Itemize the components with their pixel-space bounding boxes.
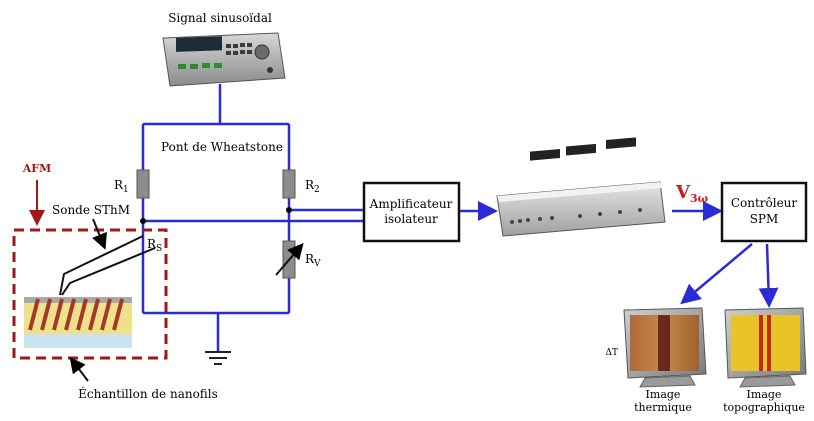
- resistor-r1: [136, 169, 150, 199]
- rv-label: RV: [305, 252, 321, 269]
- topo-image-label-line1: Image: [747, 388, 782, 401]
- thermal-image-label-line1: Image: [646, 388, 681, 401]
- resistor-r2: [282, 169, 296, 199]
- junction-dot: [286, 207, 292, 213]
- delta-t-label: ΔT: [605, 348, 618, 358]
- ground-icon: [205, 351, 231, 365]
- probe-cantilever: [61, 247, 156, 296]
- controller-label-line2: SPM: [750, 212, 779, 226]
- output-arrow-topo: [758, 243, 779, 308]
- afm-region-box: [12, 228, 168, 360]
- wheatstone-bridge-label: Pont de Wheatstone: [161, 140, 283, 154]
- topo-image-label-line2: topographique: [723, 401, 805, 414]
- bridge-wiring: [141, 84, 364, 352]
- probe-arrow: [92, 218, 107, 250]
- rs-label: RS: [147, 237, 162, 254]
- thermal-image-label-line2: thermique: [634, 401, 692, 414]
- signal-generator-icon: [162, 32, 286, 87]
- controller-label-line1: Contrôleur: [731, 196, 798, 210]
- amplifier-label-line1: Amplificateur: [369, 197, 453, 211]
- variable-arrow-icon: [275, 242, 304, 276]
- r2-label: R2: [305, 178, 320, 195]
- topographic-image-monitor: [724, 307, 807, 388]
- probe-label: Sonde SThM: [52, 203, 130, 217]
- probe-cantilever: [59, 235, 144, 296]
- signal-generator-label: Signal sinusoïdal: [168, 11, 272, 25]
- thermal-image-monitor: [623, 307, 707, 388]
- afm-label: AFM: [22, 162, 52, 175]
- sample-arrow: [69, 356, 89, 382]
- v3w-label: V3ω: [675, 182, 709, 205]
- spm-controller-box: [720, 181, 808, 243]
- output-arrow-thermal: [680, 243, 753, 305]
- r1-label: R1: [114, 178, 129, 195]
- lock-in-amplifier-icon: [496, 137, 666, 237]
- nanowire-sample: [24, 297, 132, 348]
- junction-dot: [140, 218, 146, 224]
- sample-label: Échantillon de nanofils: [78, 386, 218, 401]
- isolation-amplifier-box: [362, 181, 461, 243]
- amplifier-label-line2: isolateur: [384, 212, 438, 226]
